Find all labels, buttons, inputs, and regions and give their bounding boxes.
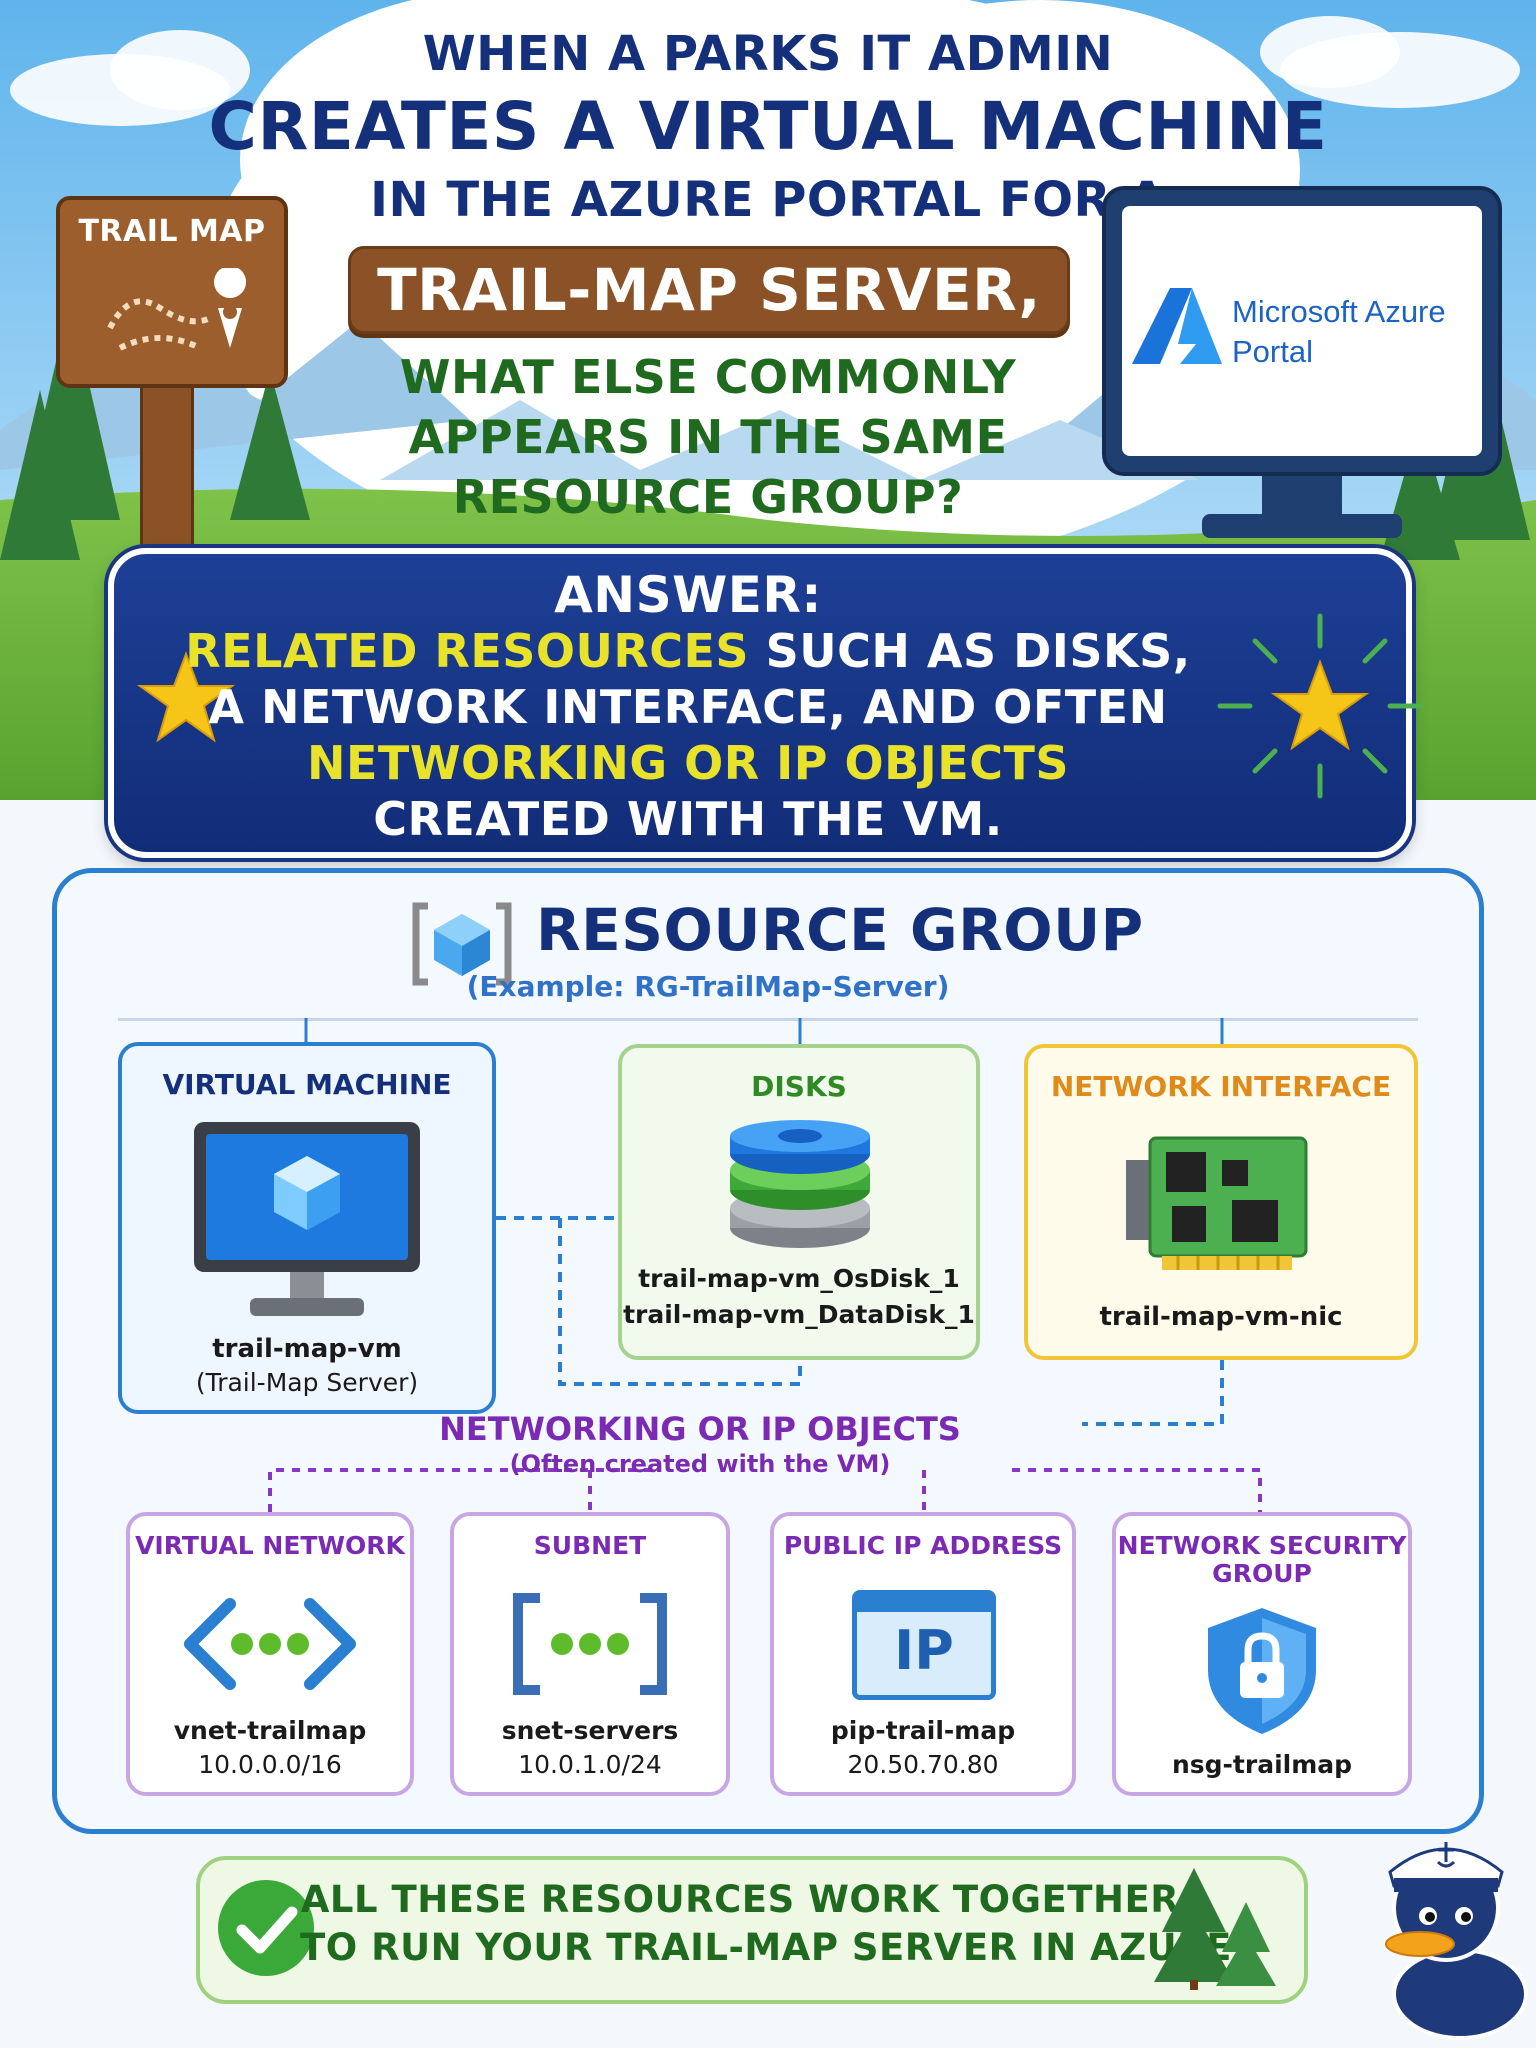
monitor-base: [1202, 514, 1402, 538]
title-line-3: IN THE AZURE PORTAL FOR A: [370, 172, 1166, 228]
answer-line-3: NETWORKING OR IP OBJECTS: [307, 736, 1069, 790]
disk-stack-icon: [730, 1120, 870, 1248]
vm-heading: VIRTUAL MACHINE: [162, 1068, 452, 1101]
answer-line-1-rest: SUCH AS DISKS,: [749, 624, 1191, 678]
sign-label: TRAIL MAP: [78, 214, 266, 249]
azure-logo-icon: [1132, 288, 1222, 364]
question-line-3: RESOURCE GROUP?: [452, 470, 964, 524]
nsg-name: nsg-trailmap: [1171, 1750, 1353, 1779]
footer-banner: [196, 1856, 1308, 2004]
star-right-icon: [1217, 613, 1423, 799]
resource-group-example: (Example: RG-TrailMap-Server): [466, 970, 950, 1003]
public-ip-heading: PUBLIC IP ADDRESS: [783, 1531, 1063, 1560]
answer-line-2: A NETWORK INTERFACE, AND OFTEN: [208, 680, 1168, 734]
duck-mascot-icon: [1385, 1842, 1528, 2040]
os-disk-name: trail-map-vm_OsDisk_1: [638, 1264, 960, 1293]
title-banner: TRAIL-MAP SERVER,: [348, 246, 1070, 334]
nic-card-icon: [1126, 1136, 1308, 1270]
vnet-icon: [184, 1598, 356, 1690]
vm-note: (Trail-Map Server): [195, 1368, 419, 1397]
title-line-1: WHEN A PARKS IT ADMIN: [422, 26, 1114, 82]
resource-group-icon: [412, 902, 512, 986]
footer-line-2: TO RUN YOUR TRAIL-MAP SERVER IN AZURE!: [300, 1926, 1250, 1969]
subnet-name: snet-servers: [501, 1716, 679, 1745]
answer-highlight-related: RELATED RESOURCES: [185, 624, 750, 678]
pine-trees-icon: [1154, 1868, 1276, 1990]
question-line-2: APPEARS IN THE SAME: [408, 410, 1008, 464]
ip-icon: IP: [852, 1590, 996, 1700]
question-line-1: WHAT ELSE COMMONLY: [399, 350, 1017, 404]
trail-map-icon: [107, 268, 247, 351]
answer-box: [108, 548, 1412, 858]
data-disk-name: trail-map-vm_DataDisk_1: [623, 1300, 975, 1329]
vm-name: trail-map-vm: [212, 1334, 402, 1364]
vnet-address: 10.0.0.0/16: [198, 1750, 342, 1779]
public-ip-address: 20.50.70.80: [847, 1750, 999, 1779]
subnet-icon: [513, 1593, 667, 1695]
networking-subtitle: (Often created with the VM): [509, 1450, 891, 1478]
ip-window-bar: [856, 1594, 992, 1612]
azure-portal-label: Microsoft Azure Portal: [1232, 292, 1446, 372]
answer-line-1: RELATED RESOURCES SUCH AS DISKS,: [0, 624, 1376, 678]
azure-brand-line-1: Microsoft Azure: [1232, 294, 1446, 329]
nsg-heading-line-2: GROUP: [1212, 1559, 1312, 1588]
nic-name: trail-map-vm-nic: [1099, 1302, 1343, 1332]
answer-label: ANSWER:: [554, 566, 822, 624]
nic-heading: NETWORK INTERFACE: [1050, 1070, 1392, 1103]
networking-title: NETWORKING OR IP OBJECTS: [439, 1410, 961, 1448]
divider-top: [118, 1018, 1418, 1021]
footer-line-1: ALL THESE RESOURCES WORK TOGETHER: [300, 1878, 1180, 1921]
title-line-2: CREATES A VIRTUAL MACHINE: [208, 88, 1328, 165]
disks-heading: DISKS: [751, 1070, 847, 1103]
vm-monitor-icon: [194, 1122, 420, 1316]
trail-map-sign: [56, 196, 288, 388]
vnet-heading: VIRTUAL NETWORK: [135, 1531, 405, 1560]
nsg-heading-line-1: NETWORK SECURITY: [1117, 1531, 1407, 1560]
shield-lock-icon: [1208, 1608, 1316, 1734]
connector-lines: [268, 1018, 1262, 1512]
subnet-heading: SUBNET: [533, 1531, 647, 1560]
answer-line-4: CREATED WITH THE VM.: [373, 792, 1003, 846]
monitor-stand: [1262, 476, 1342, 518]
azure-brand-line-2: Portal: [1232, 334, 1313, 369]
vnet-name: vnet-trailmap: [173, 1716, 367, 1745]
public-ip-name: pip-trail-map: [830, 1716, 1016, 1745]
checkmark-icon: [218, 1880, 314, 1976]
star-left-icon: [136, 651, 236, 743]
resource-group-title: RESOURCE GROUP: [536, 896, 1144, 964]
ip-icon-text: IP: [894, 1619, 954, 1682]
subnet-address: 10.0.1.0/24: [518, 1750, 662, 1779]
